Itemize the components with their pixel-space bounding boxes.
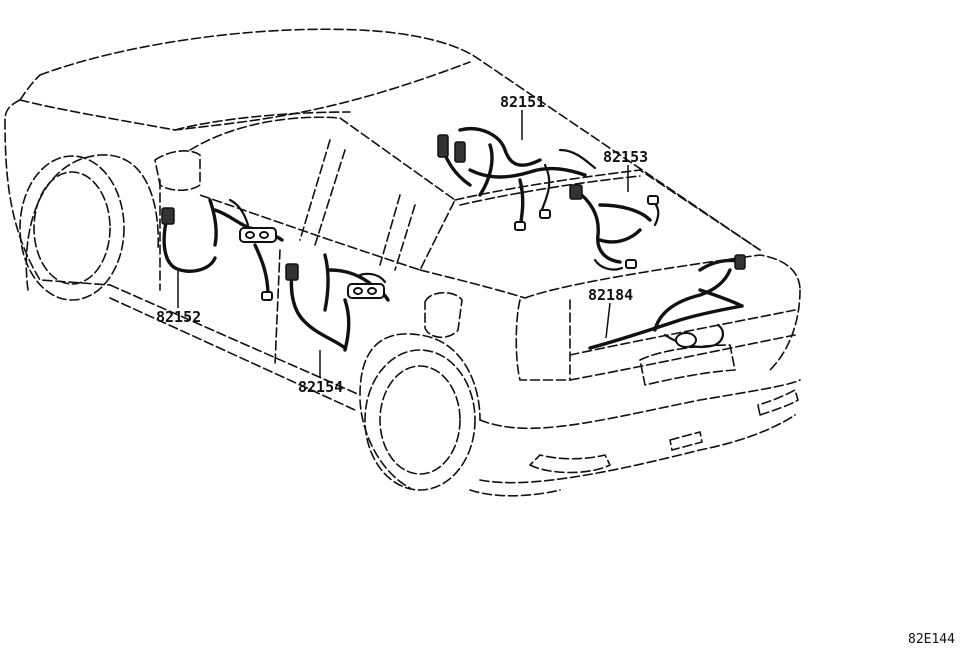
part-label-82154: 82154 <box>298 378 343 396</box>
leader-line-82184 <box>605 302 611 339</box>
trunk-wire-harness <box>588 254 746 350</box>
rear-door-wire-harness <box>285 253 390 352</box>
figure-code: 82E144 <box>908 632 955 647</box>
part-label-82153: 82153 <box>603 148 648 166</box>
front-door-wire-harness <box>161 198 284 301</box>
part-label-82152: 82152 <box>156 308 201 326</box>
roof-wire-harness <box>437 127 597 231</box>
part-label-82184: 82184 <box>588 286 633 304</box>
part-label-82151: 82151 <box>500 93 545 111</box>
car-body-outline <box>4 28 801 497</box>
rear-window-wire-harness <box>569 184 660 271</box>
